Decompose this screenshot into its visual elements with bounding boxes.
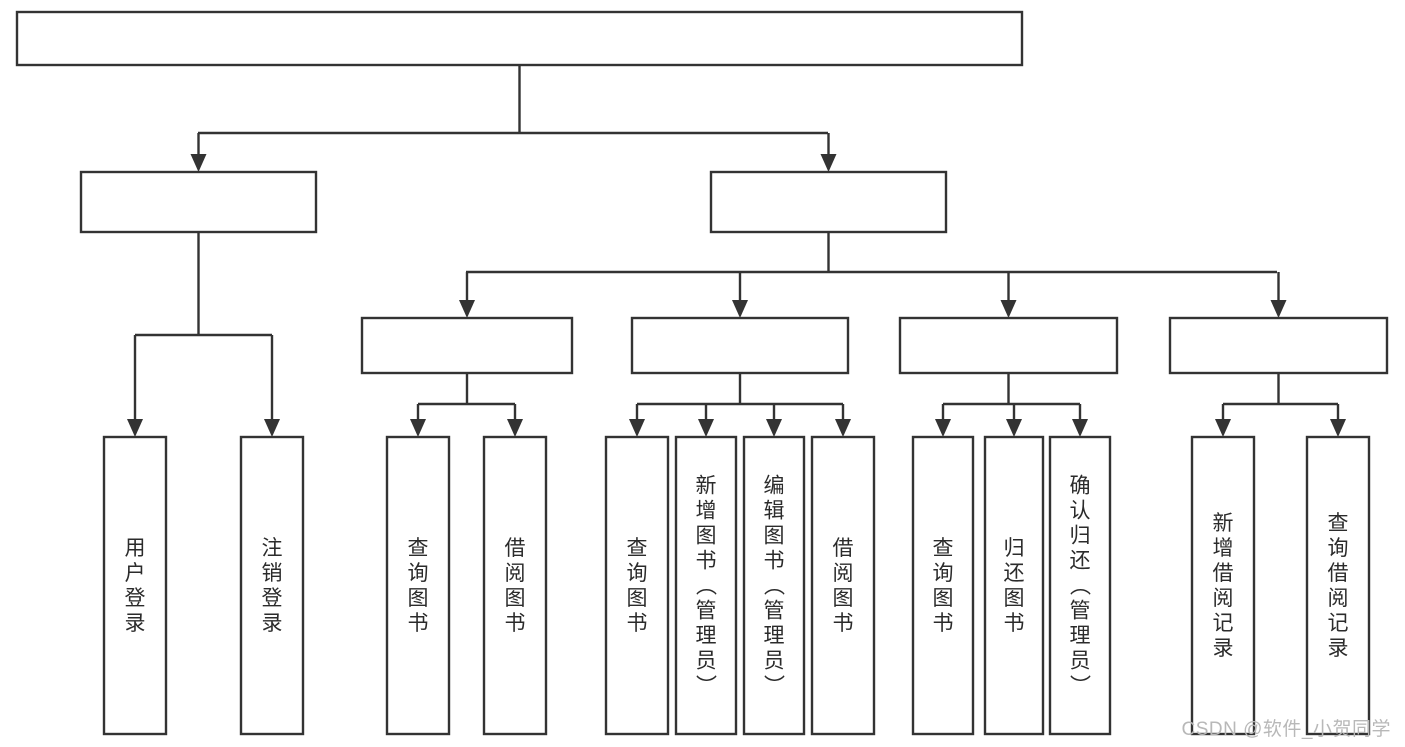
node-leaf-query-record[interactable]: 查询借阅记录 xyxy=(1305,435,1371,736)
node-label-leaf-borrow-book-rec: 借阅图书 xyxy=(505,537,526,635)
node-layer: 用户登录 注销登录 查询图书 借阅图书 查询图书 新增图书（管理员） 编辑图书（管理员） 借阅… xyxy=(15,10,1389,736)
node-leaf-query-book[interactable]: 查询图书 xyxy=(604,435,670,736)
node-leaf-confirm-return[interactable]: 确认归还（管理员） xyxy=(1048,435,1112,736)
node-current-borrow[interactable] xyxy=(898,316,1119,375)
node-leaf-add-book[interactable]: 新增图书（管理员） xyxy=(674,435,738,736)
node-book-borrow[interactable] xyxy=(630,316,850,375)
node-label-leaf-query-book: 查询图书 xyxy=(627,537,648,635)
node-box-current-borrow[interactable] xyxy=(898,316,1119,375)
edge-book-borrow-to-leaf-borrow-book-arrowhead xyxy=(835,419,851,437)
edge-book-manage-to-current-borrow-arrowhead xyxy=(1000,300,1017,318)
node-label-leaf-return-book: 归还图书 xyxy=(1004,537,1025,635)
edge-new-book-rec-to-leaf-borrow-book-rec-arrowhead xyxy=(507,419,523,437)
node-box-new-book-rec[interactable] xyxy=(360,316,574,375)
edge-user-login-to-leaf-logout-arrowhead xyxy=(264,419,280,437)
node-leaf-user-login[interactable]: 用户登录 xyxy=(102,435,168,736)
node-label-leaf-edit-book: 编辑图书（管理员） xyxy=(764,475,786,698)
edge-book-manage-to-book-borrow-arrowhead xyxy=(732,300,748,318)
node-box-leaf-logout[interactable] xyxy=(239,435,305,736)
node-box-root[interactable] xyxy=(15,10,1024,67)
node-box-book-borrow[interactable] xyxy=(630,316,850,375)
node-label-leaf-add-record: 新增借阅记录 xyxy=(1213,512,1234,660)
edge-book-borrow-to-leaf-add-book-arrowhead xyxy=(698,419,714,437)
node-box-borrow-record[interactable] xyxy=(1168,316,1389,375)
node-box-leaf-borrow-book[interactable] xyxy=(810,435,876,736)
node-leaf-borrow-book-rec[interactable]: 借阅图书 xyxy=(482,435,548,736)
node-label-leaf-add-book: 新增图书（管理员） xyxy=(696,475,718,698)
node-leaf-logout[interactable]: 注销登录 xyxy=(239,435,305,736)
edge-book-manage-to-new-book-rec-arrowhead xyxy=(459,300,475,318)
node-box-leaf-borrow-book-rec[interactable] xyxy=(482,435,548,736)
node-label-leaf-borrow-book: 借阅图书 xyxy=(833,537,854,635)
node-label-leaf-logout: 注销登录 xyxy=(262,537,283,635)
node-book-manage[interactable] xyxy=(709,170,948,234)
edge-root-to-book-manage-arrowhead xyxy=(820,154,837,172)
edge-current-borrow-to-leaf-return-book-arrowhead xyxy=(1006,419,1022,437)
edge-borrow-record-to-leaf-add-record-arrowhead xyxy=(1215,419,1231,437)
edge-book-borrow-to-leaf-edit-book-arrowhead xyxy=(766,419,782,437)
node-root[interactable] xyxy=(15,10,1024,67)
node-leaf-query-book-cur[interactable]: 查询图书 xyxy=(911,435,975,736)
node-label-leaf-query-book-rec: 查询图书 xyxy=(408,537,429,635)
node-box-leaf-query-record[interactable] xyxy=(1305,435,1371,736)
node-box-leaf-confirm-return[interactable] xyxy=(1048,435,1112,736)
node-leaf-borrow-book[interactable]: 借阅图书 xyxy=(810,435,876,736)
edge-current-borrow-to-leaf-confirm-return-arrowhead xyxy=(1072,419,1088,437)
edge-borrow-record-to-leaf-query-record-arrowhead xyxy=(1330,419,1346,437)
node-box-leaf-query-book-rec[interactable] xyxy=(385,435,451,736)
node-box-leaf-add-record[interactable] xyxy=(1190,435,1256,736)
edge-user-login-to-leaf-user-login-arrowhead xyxy=(127,419,143,437)
edge-current-borrow-to-leaf-query-book-cur-arrowhead xyxy=(935,419,951,437)
node-borrow-record[interactable] xyxy=(1168,316,1389,375)
edge-book-manage-to-borrow-record-arrowhead xyxy=(1270,300,1287,318)
node-box-leaf-query-book[interactable] xyxy=(604,435,670,736)
node-box-book-manage[interactable] xyxy=(709,170,948,234)
node-leaf-add-record[interactable]: 新增借阅记录 xyxy=(1190,435,1256,736)
node-box-leaf-add-book[interactable] xyxy=(674,435,738,736)
edge-new-book-rec-to-leaf-query-book-rec-arrowhead xyxy=(410,419,426,437)
node-label-leaf-query-book-cur: 查询图书 xyxy=(933,537,954,635)
edge-book-borrow-to-leaf-query-book-arrowhead xyxy=(629,419,645,437)
node-new-book-rec[interactable] xyxy=(360,316,574,375)
node-label-leaf-user-login: 用户登录 xyxy=(125,537,146,635)
node-box-leaf-return-book[interactable] xyxy=(983,435,1045,736)
node-leaf-return-book[interactable]: 归还图书 xyxy=(983,435,1045,736)
node-label-leaf-confirm-return: 确认归还（管理员） xyxy=(1070,475,1092,698)
connector-layer xyxy=(127,65,1346,437)
node-box-leaf-user-login[interactable] xyxy=(102,435,168,736)
node-leaf-edit-book[interactable]: 编辑图书（管理员） xyxy=(742,435,806,736)
node-leaf-query-book-rec[interactable]: 查询图书 xyxy=(385,435,451,736)
node-box-leaf-edit-book[interactable] xyxy=(742,435,806,736)
node-label-leaf-query-record: 查询借阅记录 xyxy=(1328,512,1349,660)
edge-root-to-user-login-arrowhead xyxy=(190,154,207,172)
node-box-leaf-query-book-cur[interactable] xyxy=(911,435,975,736)
node-box-user-login[interactable] xyxy=(79,170,318,234)
node-user-login[interactable] xyxy=(79,170,318,234)
